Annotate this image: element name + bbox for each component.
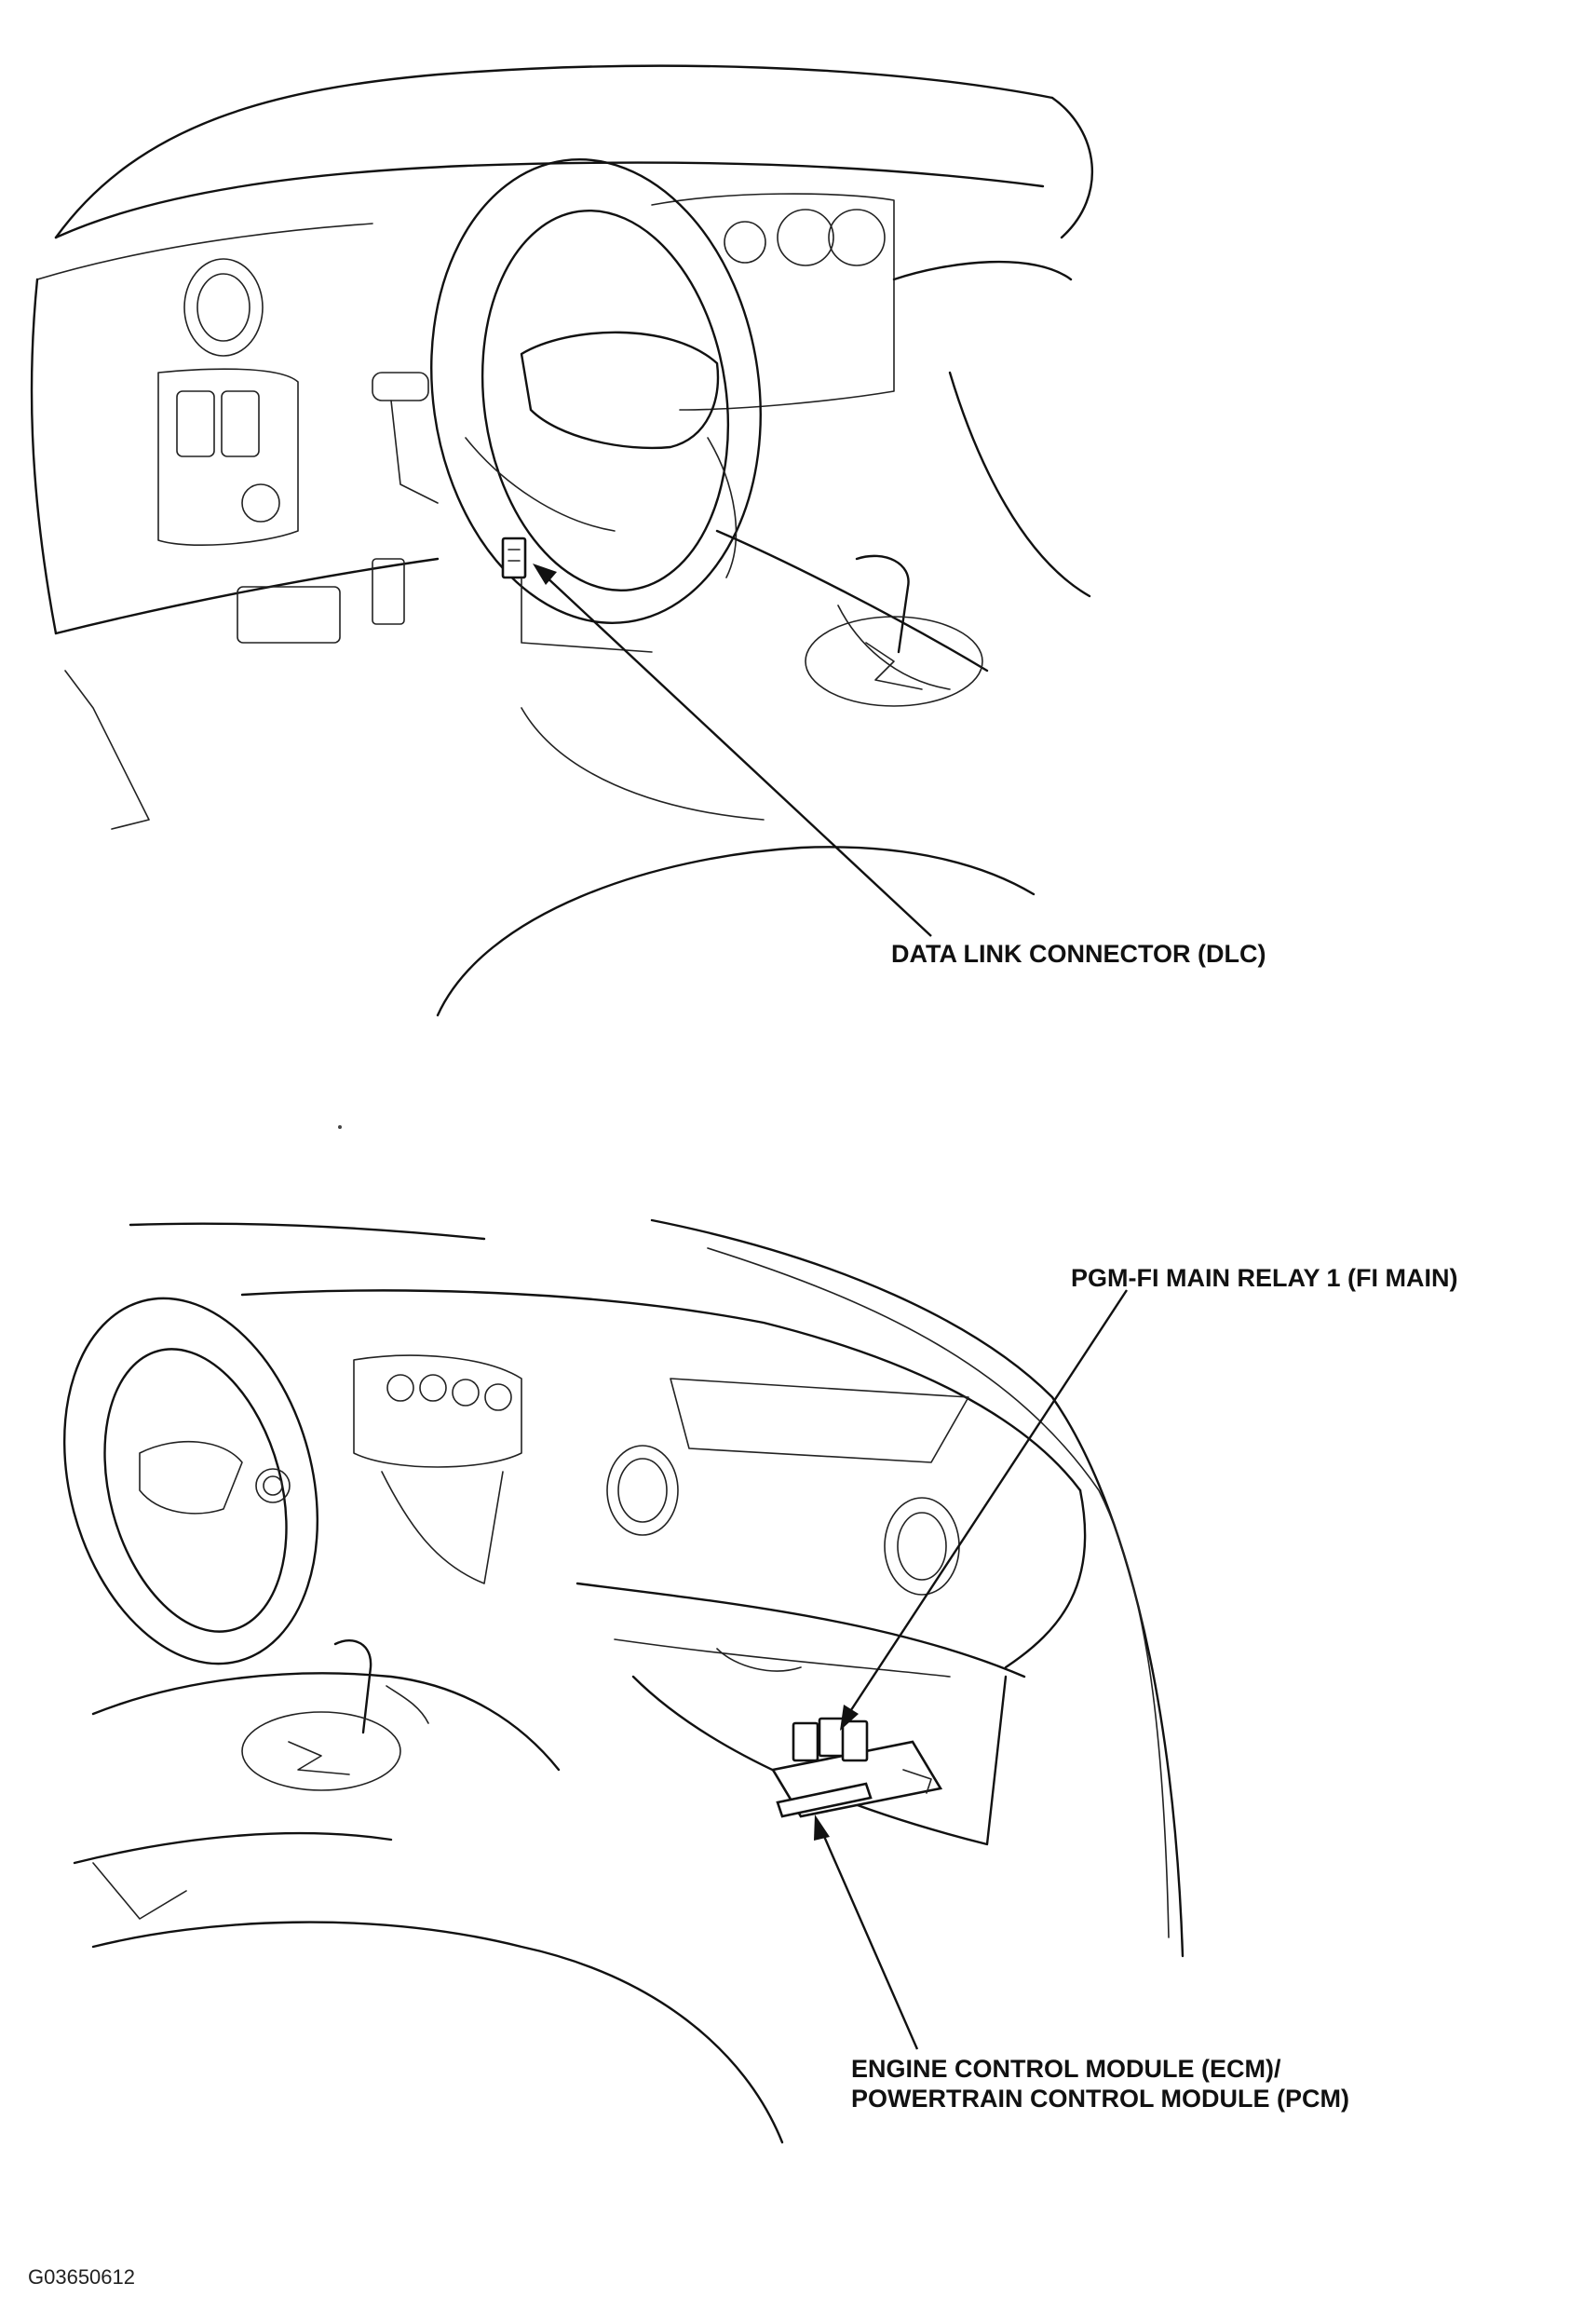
ecm-arrowhead — [814, 1814, 830, 1841]
dlc-callout-label: DATA LINK CONNECTOR (DLC) — [891, 940, 1266, 968]
ecm-leader-line — [818, 1825, 919, 2050]
dlc-leader-line — [541, 572, 932, 937]
relay-arrowhead — [840, 1705, 859, 1731]
ecm-callout-line2: POWERTRAIN CONTROL MODULE (PCM) — [851, 2085, 1349, 2113]
dlc-arrowhead — [533, 564, 557, 585]
figure-code: G03650612 — [28, 2265, 135, 2289]
relay-leader-line — [844, 1289, 1129, 1719]
bottom-figure-dashboard — [62, 1218, 1185, 2144]
ecm-assembly — [770, 1717, 943, 1818]
ecm-callout-line1: ENGINE CONTROL MODULE (ECM)/ — [851, 2055, 1281, 2083]
top-figure-dashboard — [30, 64, 1094, 1017]
ecm-pcm-callout-label: ENGINE CONTROL MODULE (ECM)/ POWERTRAIN … — [851, 2054, 1349, 2113]
fi-main-relay-callout-label: PGM-FI MAIN RELAY 1 (FI MAIN) — [1071, 1264, 1458, 1292]
